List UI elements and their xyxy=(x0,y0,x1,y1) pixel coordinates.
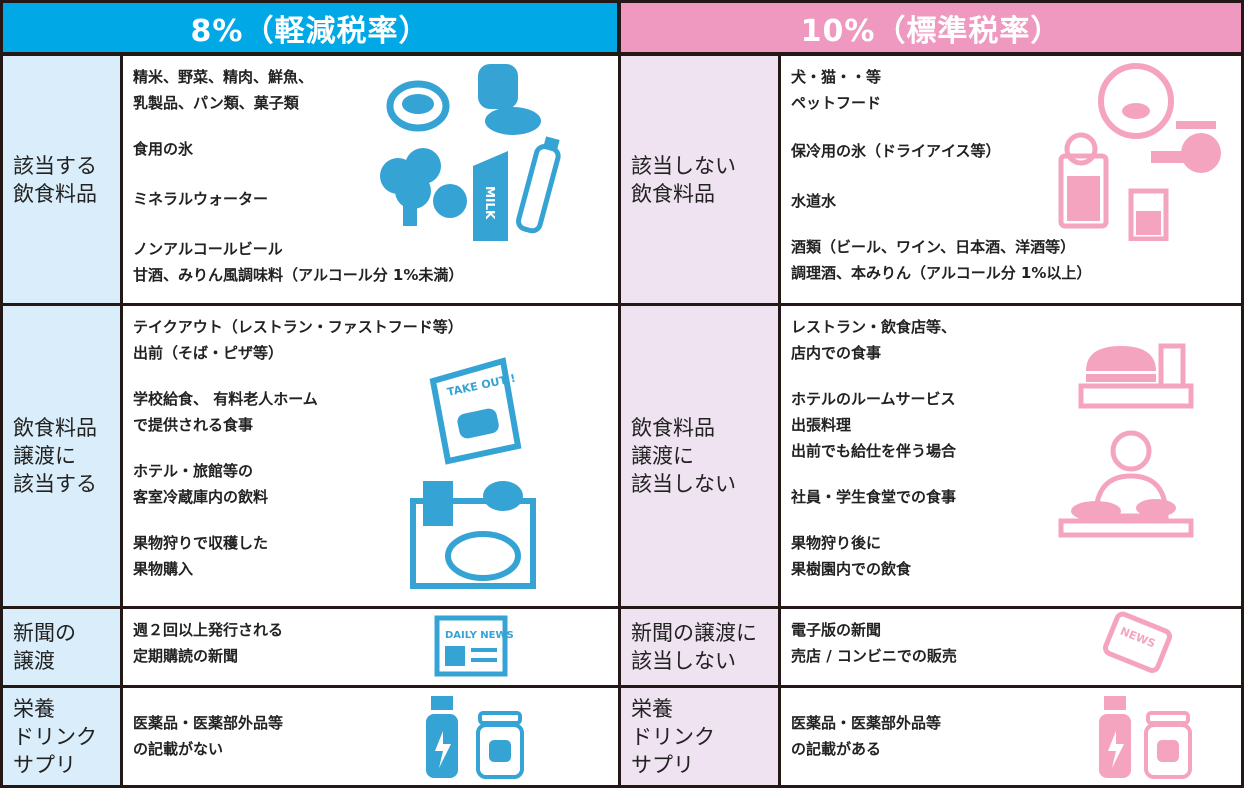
item: 医薬品・医薬部外品等 の記載がある xyxy=(791,714,942,758)
item: ホテル・旅館等の 客室冷蔵庫内の飲料 xyxy=(133,462,269,506)
right-row1-label: 該当しない 飲食料品 xyxy=(621,56,778,303)
left-row3-content: 週２回以上発行される 定期購読の新聞 DAILY NEWS xyxy=(123,609,618,685)
bread-icon xyxy=(478,64,541,135)
left-row4-label: 栄養 ドリンク サプリ xyxy=(3,688,120,785)
item: 酒類（ビール、ワイン、日本酒、洋酒等） 調理酒、本みりん（アルコール分 1%以上… xyxy=(791,238,1092,282)
fishbowl-icon xyxy=(1098,63,1174,139)
sushi-chef-icon xyxy=(1058,430,1194,538)
svg-text:MILK: MILK xyxy=(483,186,497,220)
left-row3-label: 新聞の 譲渡 xyxy=(3,609,120,685)
right-row3-content: 電子版の新聞 売店 / コンビニでの販売 NEWS xyxy=(781,609,1241,685)
item: 精米、野菜、精肉、鮮魚、 乳製品、パン類、菓子類 xyxy=(133,68,314,112)
item: 週２回以上発行される 定期購読の新聞 xyxy=(133,621,284,665)
tomato-icon xyxy=(433,184,467,218)
left-row1-label: 該当する 飲食料品 xyxy=(3,56,120,303)
left-row4-content: 医薬品・医薬部外品等 の記載がない xyxy=(123,688,618,785)
item: 犬・猫・・等 ペットフード xyxy=(791,68,882,112)
milk-carton-icon: MILK xyxy=(473,151,508,241)
right-row2-content: レストラン・飲食店等、 店内での食事 ホテルのルームサービス 出張料理 出前でも… xyxy=(781,306,1241,606)
supplement-jar-icon xyxy=(1144,711,1192,779)
meat-icon xyxy=(386,80,450,132)
reduced-rate-header: 8%（軽減税率） xyxy=(3,3,617,52)
item: 水道水 xyxy=(791,192,837,210)
smartphone-news-icon: NEWS xyxy=(1102,611,1173,673)
item: 食用の氷 xyxy=(133,140,194,158)
item: レストラン・飲食店等、 店内での食事 xyxy=(791,318,957,362)
right-row4-label: 栄養 ドリンク サプリ xyxy=(621,688,778,785)
right-row1-content: 犬・猫・・等 ペットフード 保冷用の氷（ドライアイス等） 水道水 酒類（ビール、… xyxy=(781,56,1241,303)
item: ノンアルコールビール 甘酒、みりん風調味料（アルコール分 1%未満） xyxy=(133,240,464,284)
item: 果物狩り後に 果樹園内での飲食 xyxy=(791,534,912,578)
item: 保冷用の氷（ドライアイス等） xyxy=(791,142,1001,160)
item: テイクアウト（レストラン・ファストフード等） 出前（そば・ピザ等） xyxy=(133,318,463,362)
right-row2-label: 飲食料品 譲渡に 該当しない xyxy=(621,306,778,606)
left-row1-content: 精米、野菜、精肉、鮮魚、 乳製品、パン類、菓子類 食用の氷 ミネラルウォーター … xyxy=(123,56,618,303)
left-row2-label: 飲食料品 譲渡に 該当する xyxy=(3,306,120,606)
right-row3-label: 新聞の譲渡に 該当しない xyxy=(621,609,778,685)
energy-drink-icon xyxy=(426,696,458,778)
item: 果物狩りで収穫した 果物購入 xyxy=(133,534,269,578)
svg-text:NEWS: NEWS xyxy=(1118,625,1157,651)
school-lunch-tray-icon xyxy=(410,481,536,589)
item: 社員・学生食堂での食事 xyxy=(791,488,957,506)
faucet-icon xyxy=(1151,121,1221,173)
drink-icons xyxy=(1058,63,1221,241)
takeout-bag-icon: TAKE OUT ! xyxy=(429,357,522,465)
svg-text:DAILY NEWS: DAILY NEWS xyxy=(445,630,514,641)
item: 学校給食、 有料老人ホーム で提供される食事 xyxy=(133,390,318,434)
water-bottle-icon xyxy=(515,136,561,234)
energy-drink-icon xyxy=(1099,696,1131,778)
burger-tray-icon xyxy=(1078,343,1194,409)
glass-icon xyxy=(1128,188,1169,241)
beer-mug-icon xyxy=(1058,132,1109,229)
standard-rate-header: 10%（標準税率） xyxy=(621,3,1241,52)
item: ミネラルウォーター xyxy=(133,190,269,208)
item: 電子版の新聞 売店 / コンビニでの販売 xyxy=(791,621,957,665)
newspaper-icon: DAILY NEWS xyxy=(434,615,514,677)
item: 医薬品・医薬部外品等 の記載がない xyxy=(133,714,284,758)
broccoli-icon xyxy=(380,148,441,226)
right-row4-content: 医薬品・医薬部外品等 の記載がある xyxy=(781,688,1241,785)
item: ホテルのルームサービス 出張料理 出前でも給仕を伴う場合 xyxy=(791,390,957,460)
supplement-jar-icon xyxy=(476,711,524,779)
food-icons: MILK xyxy=(380,64,561,241)
left-row2-content: テイクアウト（レストラン・ファストフード等） 出前（そば・ピザ等） 学校給食、 … xyxy=(123,306,618,606)
